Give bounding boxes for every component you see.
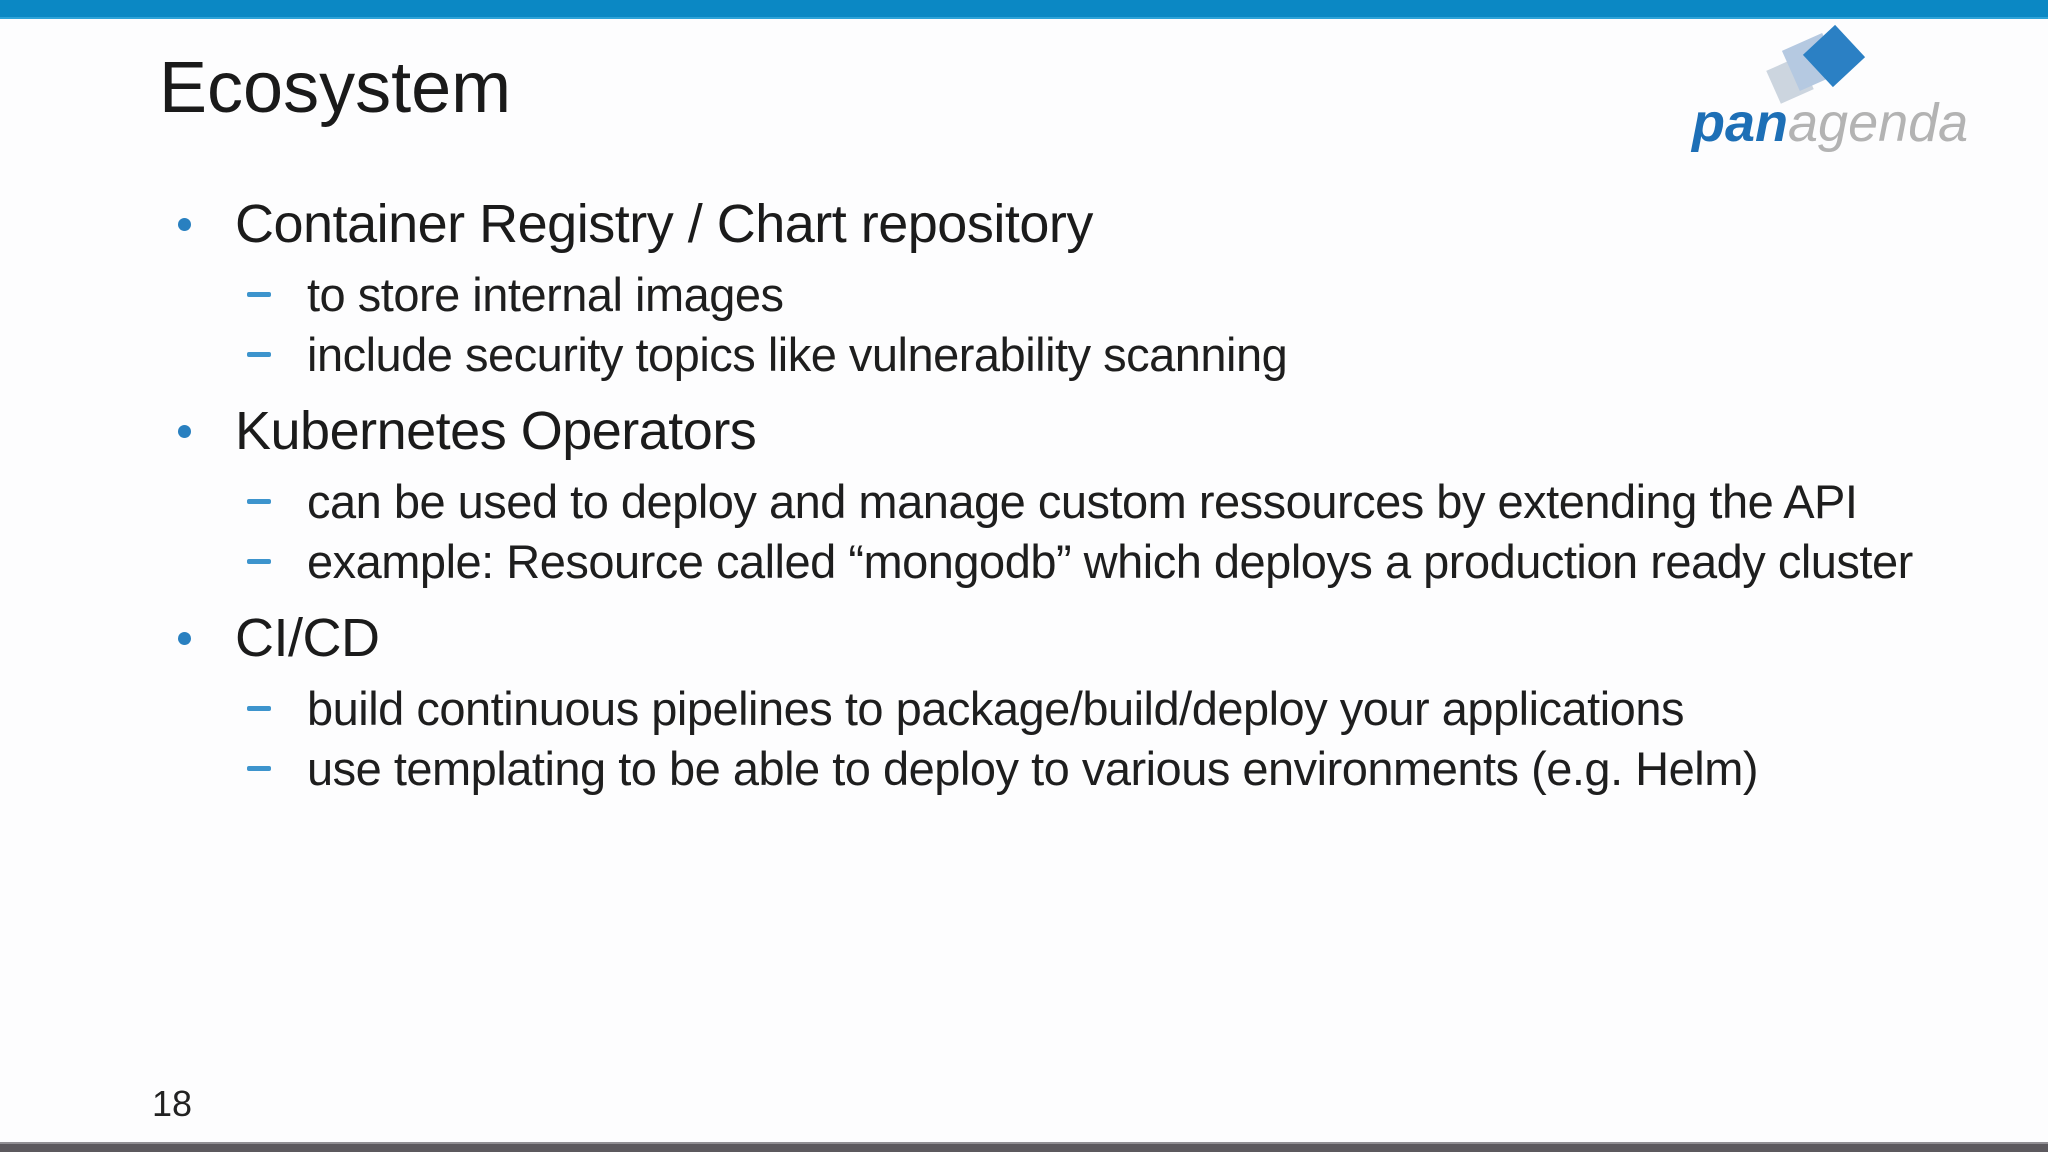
bullet-item-label: Kubernetes Operators [235,401,757,461]
bullet-group: Kubernetes Operators can be used to depl… [0,397,2048,591]
sub-bullet-item: build continuous pipelines to package/bu… [0,678,2048,738]
bullet-item: CI/CD [0,604,2048,672]
bullet-item: Kubernetes Operators [0,397,2048,465]
sub-bullet-label: include security topics like vulnerabili… [307,327,1288,381]
panagenda-logo: panagenda [1690,24,2030,150]
dash-icon [247,558,271,564]
logo-text-pan: pan [1692,93,1789,153]
bullet-group: CI/CD build continuous pipelines to pack… [0,604,2048,798]
bullet-dot-icon [178,631,191,645]
dash-icon [247,351,271,357]
page-title: Ecosystem [159,48,512,128]
sub-bullet-label: can be used to deploy and manage custom … [307,474,1858,528]
page-number: 18 [152,1083,193,1124]
top-accent-bar [0,0,2048,19]
sub-bullet-label: to store internal images [307,267,784,321]
sub-bullet-item: use templating to be able to deploy to v… [0,738,2048,798]
bullet-item: Container Registry / Chart repository [0,190,2048,258]
sub-bullet-item: example: Resource called “mongodb” which… [0,531,2048,591]
sub-bullet-label: use templating to be able to deploy to v… [307,741,1759,795]
sub-bullet-label: example: Resource called “mongodb” which… [307,534,1913,588]
dash-icon [247,291,271,297]
bullet-dot-icon [178,217,191,231]
dash-icon [247,765,271,771]
sub-bullet-label: build continuous pipelines to package/bu… [307,681,1684,735]
dash-icon [247,498,271,504]
sub-bullet-item: to store internal images [0,264,2048,324]
bullet-list: Container Registry / Chart repository to… [0,190,2048,798]
bullet-item-label: Container Registry / Chart repository [235,194,1093,254]
sub-bullet-item: can be used to deploy and manage custom … [0,471,2048,531]
logo-text: panagenda [1692,96,1968,150]
sub-bullet-item: include security topics like vulnerabili… [0,324,2048,384]
bottom-bar [0,1142,2048,1152]
logo-text-agenda: agenda [1788,93,1969,153]
dash-icon [247,705,271,711]
bullet-dot-icon [178,424,191,438]
bullet-item-label: CI/CD [235,608,380,668]
bullet-group: Container Registry / Chart repository to… [0,190,2048,384]
